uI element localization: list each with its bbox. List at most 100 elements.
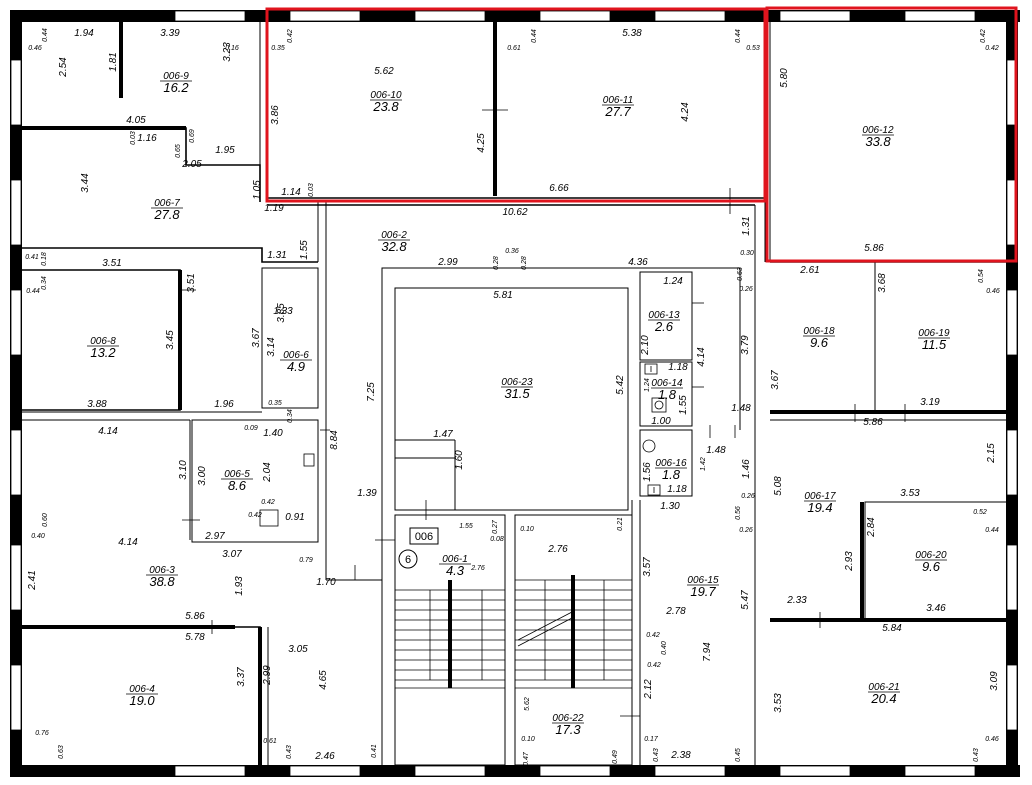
dimension-label: 3.00 [197, 466, 208, 486]
dimension-label: 0.35 [271, 45, 285, 52]
dimension-label: 3.46 [926, 603, 946, 614]
dimension-label: 0.35 [268, 400, 282, 407]
dimension-label: 5.86 [863, 417, 883, 428]
dimension-label: 3.44 [80, 173, 91, 193]
dimension-label: 0.65 [175, 144, 182, 158]
dimension-label: 5.42 [615, 375, 626, 395]
dimension-label: 5.78 [185, 632, 205, 643]
dimension-label: 2.15 [986, 443, 997, 464]
dimension-label: 3.23 [222, 42, 233, 62]
dimension-label: 0.42 [647, 662, 661, 669]
room-id: 006-19 [918, 328, 950, 339]
room-area: 27.7 [604, 104, 631, 119]
dimension-label: 0.17 [644, 736, 659, 743]
dimension-label: 5.86 [864, 243, 884, 254]
dimension-label: 0.46 [985, 736, 999, 743]
dimension-label: 4.36 [628, 257, 648, 268]
dimension-label: 0.10 [520, 526, 534, 533]
dimension-label: 0.54 [978, 269, 985, 283]
dimension-label: 5.47 [740, 590, 751, 610]
room-id: 006-4 [129, 684, 155, 695]
room-area: 9.6 [810, 335, 829, 350]
room-area: 38.8 [149, 574, 175, 589]
dimension-label: 0.46 [28, 45, 42, 52]
dimension-label: 0.61 [507, 45, 521, 52]
room-id: 006-13 [648, 310, 680, 321]
dimension-label: 3.67 [251, 328, 262, 348]
dimension-label: 3.05 [288, 644, 308, 655]
dimension-label: 3.37 [236, 667, 247, 687]
room-area: 4.3 [446, 563, 465, 578]
dimension-label: 0.34 [287, 409, 294, 423]
dimension-label: 2.12 [643, 679, 654, 700]
dimension-label: 8.84 [329, 430, 340, 450]
dimension-label: 5.80 [779, 68, 790, 88]
room-id: 006-23 [501, 377, 533, 388]
dimension-label: 2.78 [665, 606, 686, 617]
dimension-label: 2.97 [204, 531, 225, 542]
stair-label: 006 6 [398, 527, 439, 569]
room-area: 20.4 [870, 691, 896, 706]
dimension-label: 2.04 [262, 462, 273, 483]
dimension-label: 1.47 [433, 429, 453, 440]
dimension-label: 0.69 [189, 129, 196, 143]
dimension-label: 1.55 [459, 523, 473, 530]
dimension-label: 7.94 [702, 642, 713, 662]
room-id: 006-12 [862, 125, 894, 136]
dimension-label: 0.42 [980, 29, 987, 43]
dimension-label: 1.18 [667, 484, 687, 495]
dimension-label: 2.99 [437, 257, 458, 268]
dimension-label: 0.42 [261, 499, 275, 506]
dimension-label: 2.41 [27, 570, 38, 590]
stair-id-text: 006 [415, 531, 433, 543]
dimension-label: 1.93 [234, 576, 245, 596]
dimension-label: 1.00 [651, 416, 671, 427]
dimension-label: 0.10 [521, 736, 535, 743]
dimension-label: 3.14 [266, 337, 277, 357]
dimension-label: 3.51 [102, 258, 121, 269]
dimension-label: 5.62 [524, 697, 531, 711]
dimension-label: 3.53 [900, 488, 920, 499]
dimension-label: 1.55 [678, 395, 689, 415]
room-id: 006-3 [149, 565, 175, 576]
dimension-label: 0.63 [58, 745, 65, 759]
dimension-label: 1.96 [214, 399, 234, 410]
dimension-label: 2.99 [262, 665, 273, 686]
dimension-label: 0.40 [31, 533, 45, 540]
dimension-label: 0.44 [735, 29, 742, 43]
dimension-label: 0.44 [42, 28, 49, 42]
room-area: 16.2 [163, 80, 189, 95]
room-area: 23.8 [372, 99, 399, 114]
toilet-icon [651, 397, 667, 413]
dimension-label: 4.14 [118, 537, 138, 548]
dimension-label: 1.31 [267, 250, 286, 261]
stair-treads [395, 579, 632, 689]
room-id: 006-9 [163, 71, 189, 82]
dimension-label: 0.41 [25, 254, 39, 261]
dimension-label: 3.57 [642, 557, 653, 577]
dimension-label: 4.14 [98, 426, 118, 437]
room-id: 006-8 [90, 336, 116, 347]
dimension-label: 0.45 [735, 748, 742, 762]
dimension-label: 1.39 [357, 488, 377, 499]
dimension-label: 6.66 [549, 183, 569, 194]
dimension-label: 0.56 [735, 506, 742, 520]
dimension-label: 0.26 [739, 527, 753, 534]
column-icon [259, 509, 279, 527]
dimension-label: 0.26 [739, 286, 753, 293]
dimension-label: 1.24 [663, 276, 683, 287]
dimension-label: 3.79 [740, 335, 751, 355]
room-area: 19.7 [690, 584, 716, 599]
highlight-selection [265, 6, 1018, 263]
door-marks [180, 95, 906, 717]
room-id: 006-1 [442, 554, 468, 565]
room-id: 006-11 [603, 95, 633, 106]
dimension-label: 10.62 [502, 207, 527, 218]
dimension-label: 0.28 [521, 256, 528, 270]
room-id: 006-21 [868, 682, 899, 693]
dimension-label: 0.42 [646, 632, 660, 639]
sink-icon [303, 453, 315, 467]
dimension-label: 0.03 [130, 131, 137, 145]
dimension-label: 5.86 [185, 611, 205, 622]
